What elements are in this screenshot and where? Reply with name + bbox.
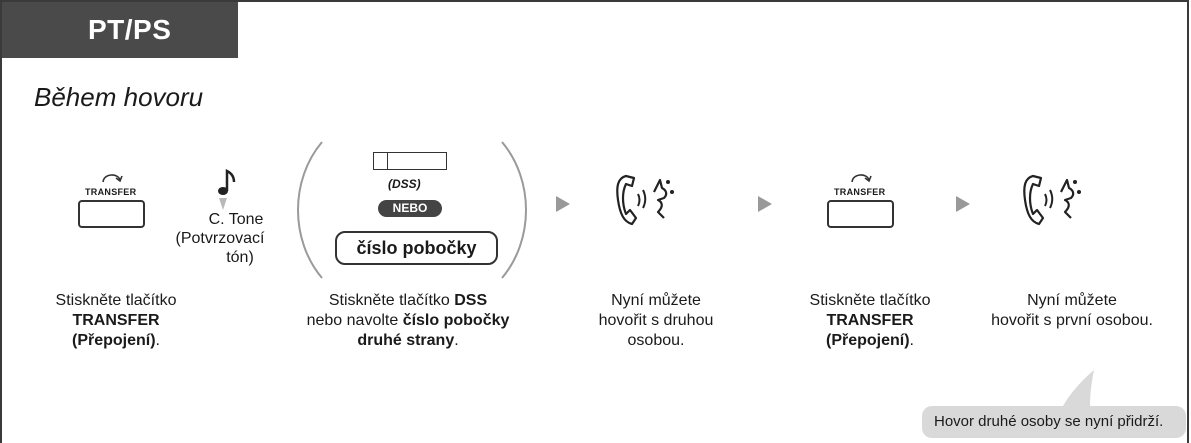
handset-speaking-icon <box>616 174 674 226</box>
hook-arrow-icon <box>102 174 123 183</box>
step2-description: Stiskněte tlačítko DSS nebo navolte čísl… <box>258 291 558 351</box>
left-parenthesis <box>297 141 323 279</box>
step5-line1: Nyní můžete <box>1027 292 1117 309</box>
step1-line2: TRANSFER <box>72 312 160 329</box>
step4-line3: (Přepojení). <box>825 332 914 349</box>
step5-description: Nyní můžete hovořit s první osobou. <box>960 291 1184 331</box>
step1-line3: (Přepojení). <box>71 332 160 349</box>
dss-label: (DSS) <box>388 177 421 191</box>
right-parenthesis <box>501 141 527 279</box>
tone-line2: (Potvrzovací <box>175 230 265 247</box>
transfer-button-caption: TRANSFER <box>834 187 886 197</box>
callout-bubble: Hovor druhé osoby se nyní přidrží. <box>922 406 1186 438</box>
transfer-button[interactable] <box>827 200 894 228</box>
step3-line2: hovořit s druhou <box>598 312 714 329</box>
step1-description: Stiskněte tlačítko TRANSFER (Přepojení). <box>16 291 216 351</box>
step3-description: Nyní můžete hovořit s druhou osobou. <box>576 291 736 351</box>
tone-line3: tón) <box>226 249 254 266</box>
callout-tail <box>1062 370 1094 408</box>
arrow-icon <box>758 196 772 212</box>
hook-arrow-icon <box>851 174 872 183</box>
step4-description: Stiskněte tlačítko TRANSFER (Přepojení). <box>770 291 970 351</box>
extension-number-key[interactable]: číslo pobočky <box>335 231 498 265</box>
tone-line1: C. Tone <box>208 211 264 228</box>
step4-line1: Stiskněte tlačítko <box>809 292 931 309</box>
arrow-icon <box>556 196 570 212</box>
transfer-button[interactable] <box>78 200 145 228</box>
handset-speaking-icon <box>1023 174 1081 226</box>
page-title: Během hovoru <box>34 82 204 112</box>
callout-text: Hovor druhé osoby se nyní přidrží. <box>934 413 1164 430</box>
step4-line2: TRANSFER <box>826 312 914 329</box>
step5-line2: hovořit s první osobou. <box>991 312 1153 329</box>
step2-line3: druhé strany. <box>357 332 459 349</box>
step1-line1: Stiskněte tlačítko <box>55 292 177 309</box>
step2-line1: Stiskněte tlačítko DSS <box>328 292 488 309</box>
step3-line1: Nyní můžete <box>611 292 701 309</box>
dss-button[interactable] <box>373 152 447 170</box>
step3-line3: osobou. <box>627 332 685 349</box>
arrow-icon <box>956 196 970 212</box>
step2-line2: nebo navolte číslo pobočky <box>306 312 510 329</box>
extension-number-label: číslo pobočky <box>356 238 477 258</box>
transfer-button-caption: TRANSFER <box>85 187 137 197</box>
header-tab: PT/PS <box>2 2 238 58</box>
music-note-icon <box>218 168 236 210</box>
or-badge: NEBO <box>378 200 442 217</box>
header-title: PT/PS <box>88 14 172 45</box>
